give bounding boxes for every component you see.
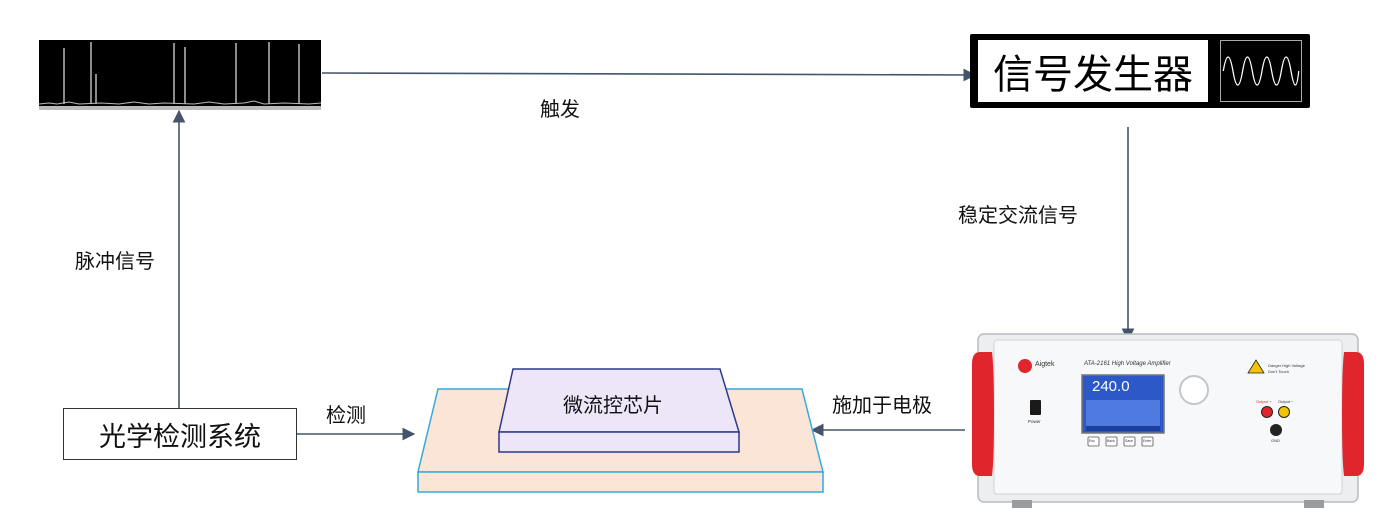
optical-detection-node: 光学检测系统 xyxy=(63,408,297,460)
output-minus-terminal[interactable] xyxy=(1278,406,1290,418)
control-knob[interactable] xyxy=(1179,375,1209,405)
trigger-label: 触发 xyxy=(540,97,580,121)
sine-wave-icon xyxy=(1220,40,1302,102)
microfluidic-chip-graphic xyxy=(417,368,824,493)
stable-ac-label: 稳定交流信号 xyxy=(958,203,1078,227)
gnd-terminal[interactable] xyxy=(1270,424,1282,436)
pulse-signal-label: 脉冲信号 xyxy=(75,249,155,273)
amp-warning-1: Danger High Voltage xyxy=(1268,363,1305,368)
left-handle xyxy=(972,352,994,476)
amp-output-minus-label: Output − xyxy=(1278,399,1294,404)
btn-back-label: Back xyxy=(1107,439,1115,443)
apply-electrode-label: 施加于电极 xyxy=(832,393,932,417)
amp-warning-2: Don't Touch xyxy=(1268,369,1289,374)
pulse-trace-image xyxy=(39,40,321,110)
btn-enter-label: Enter xyxy=(1143,439,1152,443)
output-plus-terminal[interactable] xyxy=(1261,406,1273,418)
optical-detection-label: 光学检测系统 xyxy=(99,421,261,453)
aigtek-logo-icon xyxy=(1018,359,1032,373)
btn-back[interactable] xyxy=(1105,436,1118,447)
amp-gnd-label: GND xyxy=(1271,438,1280,443)
btn-esc-label: Esc xyxy=(1089,439,1095,443)
btn-save-label: Save xyxy=(1125,439,1133,443)
amp-power-label: Power xyxy=(1028,419,1041,424)
amplifier-body xyxy=(972,333,1364,508)
btn-enter[interactable] xyxy=(1141,436,1154,447)
btn-esc[interactable] xyxy=(1087,436,1100,447)
right-handle xyxy=(1342,352,1364,476)
signal-generator-node: 信号发生器 xyxy=(970,34,1310,108)
amp-brand: Aigtek xyxy=(1035,361,1055,368)
arrow-trigger xyxy=(321,68,977,82)
high-voltage-warning-icon xyxy=(1247,359,1265,374)
chip-top-front xyxy=(498,431,740,453)
amplifier-device: Aigtek ATA-2161 High Voltage Amplifier 2… xyxy=(972,330,1364,510)
signal-generator-label: 信号发生器 xyxy=(978,40,1208,102)
amp-display-value: 240.0 xyxy=(1092,378,1130,395)
btn-save[interactable] xyxy=(1123,436,1136,447)
power-switch[interactable] xyxy=(1030,400,1041,415)
detect-label: 检测 xyxy=(326,403,366,427)
amp-output-plus-label: Output + xyxy=(1256,399,1272,404)
chip-base-front xyxy=(417,471,824,493)
microfluidic-chip-label: 微流控芯片 xyxy=(563,393,663,417)
amp-model: ATA-2161 High Voltage Amplifier xyxy=(1084,361,1171,367)
